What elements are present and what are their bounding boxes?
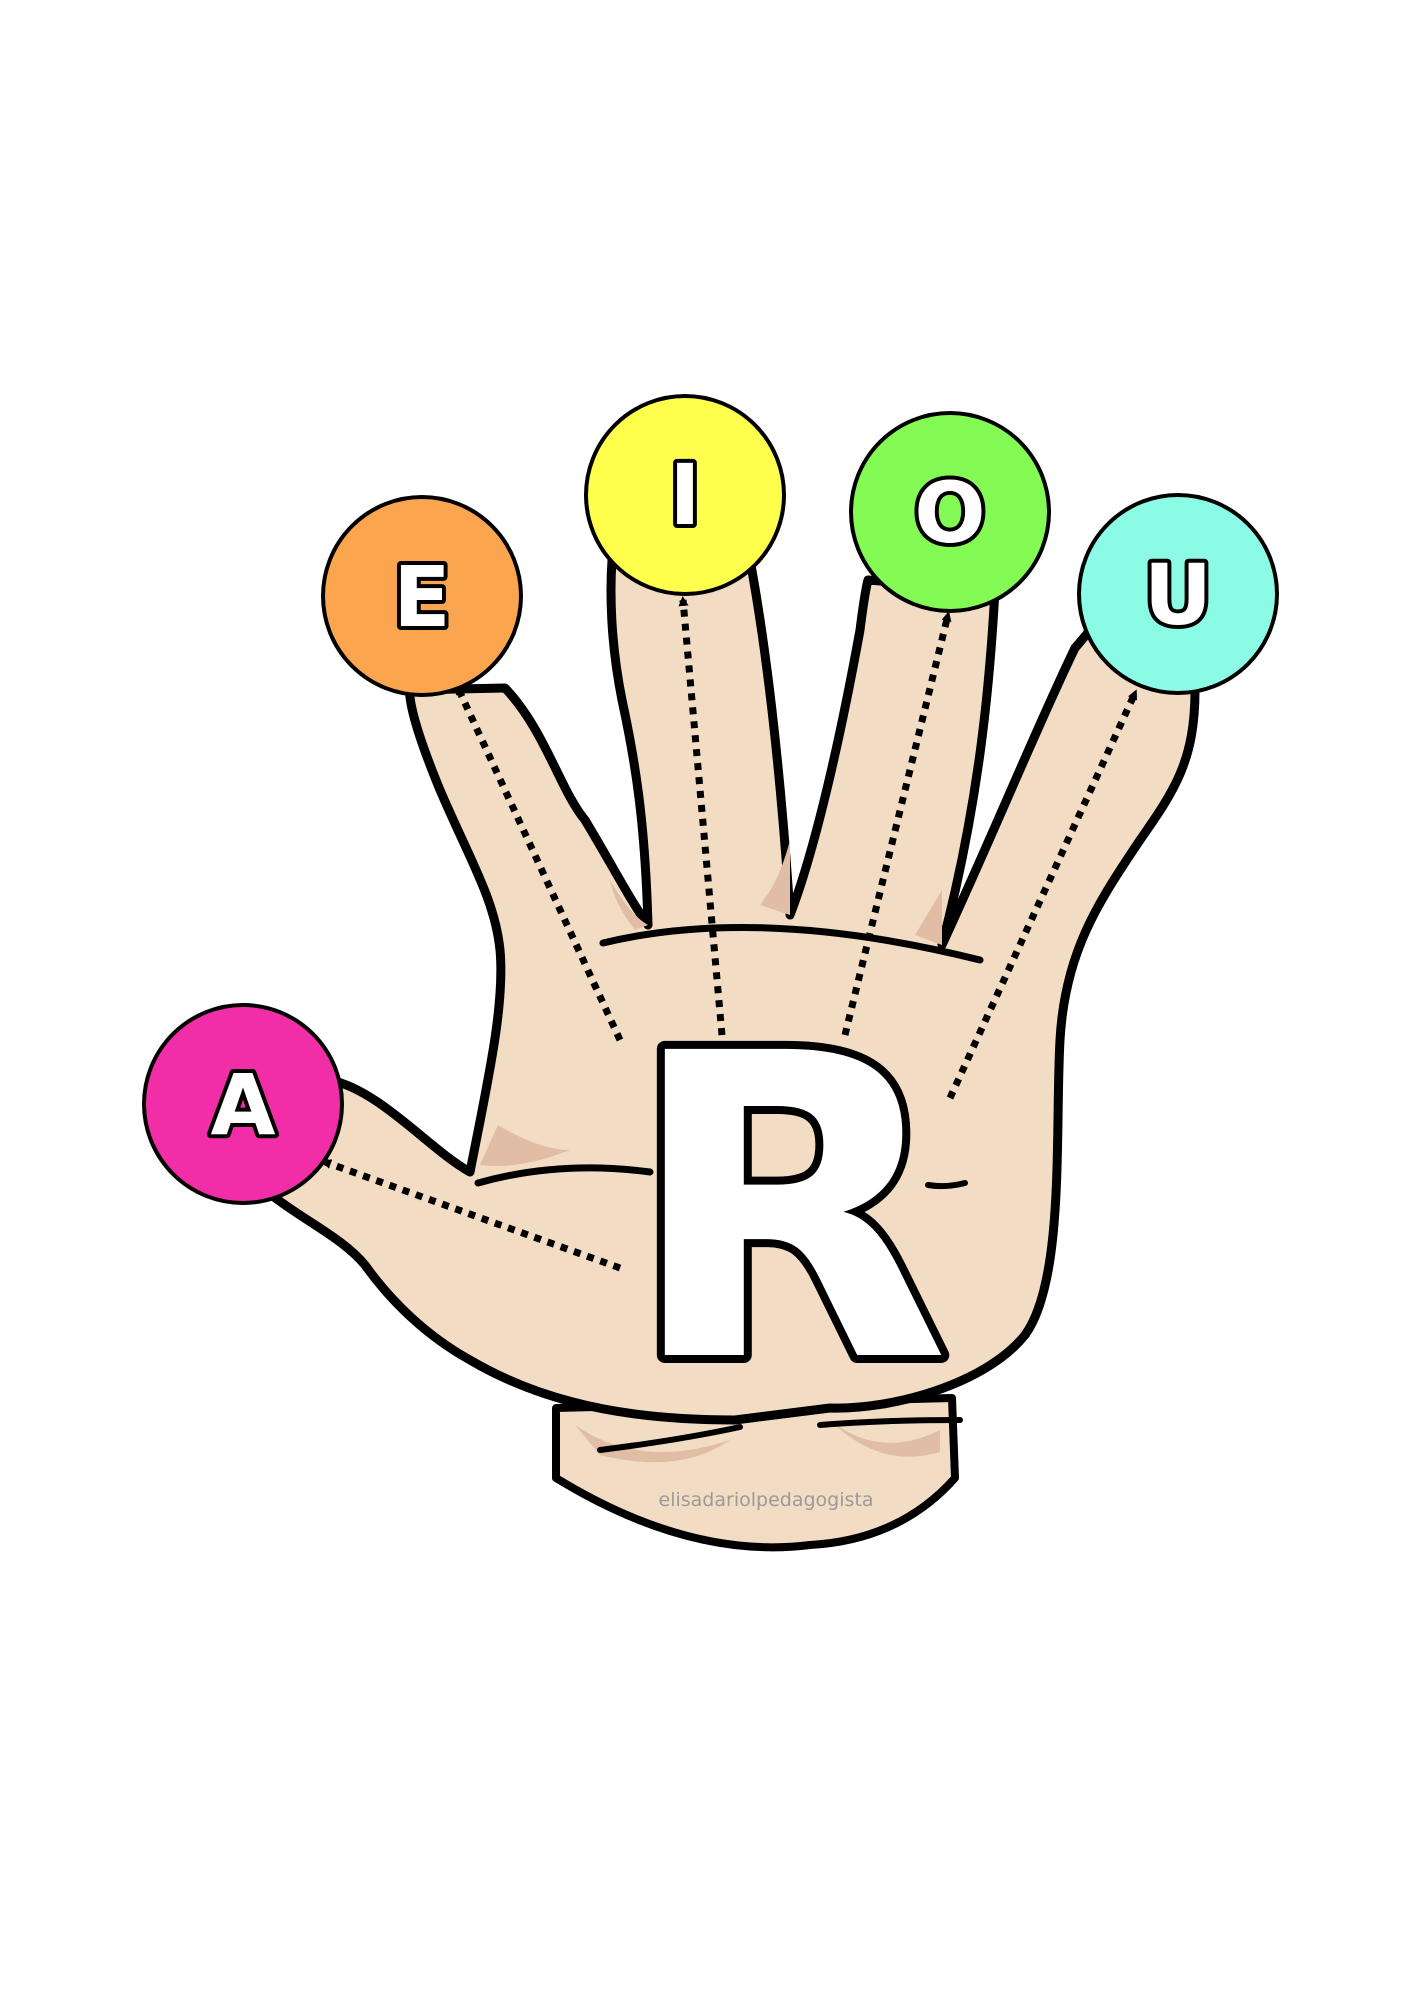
vowel-letter-e: E xyxy=(393,548,450,646)
vowel-letter-o: O xyxy=(914,464,985,562)
arrow-to-o xyxy=(841,611,952,1036)
finger-shadow-1 xyxy=(610,880,648,930)
vowel-circle-o-bg xyxy=(849,411,1051,613)
vowel-circle-e-bg xyxy=(321,495,523,697)
arrow-to-e xyxy=(454,684,624,1042)
finger-shadow-3 xyxy=(915,890,942,945)
hand-shape xyxy=(250,555,1200,1425)
finger-shadow-2 xyxy=(760,840,790,915)
vowel-letter-u: U xyxy=(1144,546,1212,644)
arrow-to-u xyxy=(946,689,1139,1100)
main-letter-r: R xyxy=(626,966,949,1455)
vowel-circle-a: A xyxy=(142,1003,344,1205)
arrow-to-a xyxy=(321,1158,622,1272)
palm-crease-top xyxy=(599,923,984,964)
watermark-text: elisadariolpedagogista xyxy=(659,1489,874,1511)
thumb-shadow xyxy=(480,1125,570,1166)
wrist-shadow-right xyxy=(830,1420,940,1457)
vowel-letter-a: A xyxy=(210,1056,275,1154)
palm-crease-bottom xyxy=(817,1417,963,1428)
wrist-shadow-left xyxy=(575,1425,730,1463)
vowel-circle-u: U xyxy=(1077,493,1279,695)
vowel-circle-i-bg xyxy=(584,394,786,596)
vowel-circle-o: O xyxy=(849,411,1051,613)
arrow-to-i xyxy=(678,596,726,1036)
palm-crease-thumb xyxy=(474,1164,654,1187)
palm-crease-side xyxy=(925,1180,968,1190)
vowel-circle-a-bg xyxy=(142,1003,344,1205)
vowel-circle-u-bg xyxy=(1077,493,1279,695)
palm-crease-bottom-left xyxy=(597,1424,743,1453)
vowel-circle-i: I xyxy=(584,394,786,596)
vowel-circle-e: E xyxy=(321,495,523,697)
wrist-cuff xyxy=(552,1394,959,1552)
vowel-letter-i: I xyxy=(669,446,700,544)
